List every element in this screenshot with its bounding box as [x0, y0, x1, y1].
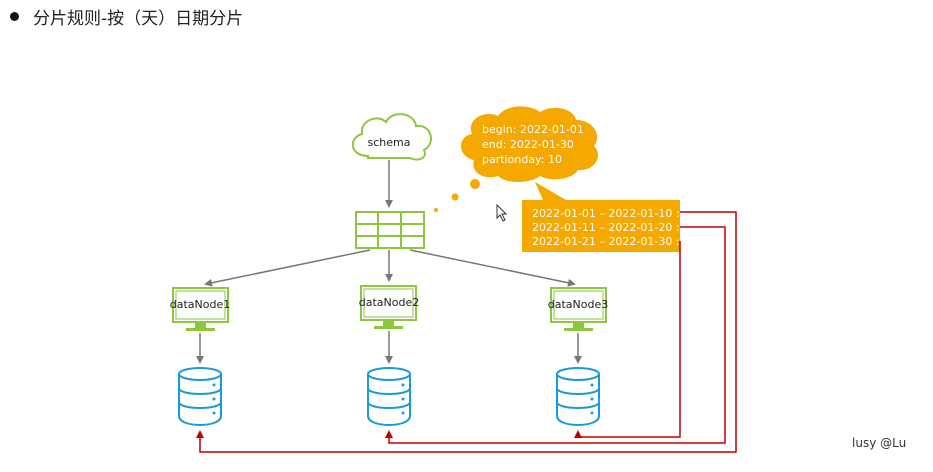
- route-line-to-db3: [574, 241, 681, 438]
- config-end-text: end: 2022-01-30: [482, 138, 574, 151]
- table-to-node1-arrow: [204, 249, 371, 287]
- slide-title: 分片规则-按（天）日期分片: [10, 4, 243, 29]
- mapping-callout-shape: [522, 182, 680, 252]
- datanode-3: dataNode3: [548, 287, 608, 331]
- route-line-to-db2: [385, 226, 726, 444]
- mouse-cursor-icon: [496, 203, 508, 222]
- database-icon-3: [556, 367, 600, 426]
- mapping-line-0: 2022-01-01 – 2022-01-10 : 0: [532, 207, 690, 220]
- datanode-2: dataNode2: [359, 285, 419, 329]
- datanode-1-label: dataNode1: [170, 298, 230, 311]
- mapping-line-2: 2022-01-21 – 2022-01-30 : 2: [532, 235, 690, 248]
- mapping-callout: 2022-01-01 – 2022-01-10 : 0 2022-01-11 –…: [522, 182, 690, 252]
- config-cloud-shape: [461, 106, 599, 182]
- datanode-3-label: dataNode3: [548, 298, 608, 311]
- monitor-icon: [172, 287, 229, 323]
- thought-bubble-small: [434, 208, 438, 212]
- table-to-node3-arrow: [409, 249, 576, 287]
- thought-bubble-medium: [451, 193, 459, 201]
- config-begin-text: begin: 2022-01-01: [482, 123, 584, 136]
- monitor-icon: [360, 285, 417, 321]
- watermark-text: lusy @Lu: [852, 436, 906, 450]
- config-cloud: begin: 2022-01-01 end: 2022-01-30 partio…: [434, 106, 599, 212]
- schema-cloud: schema: [352, 113, 432, 161]
- datanode-2-label: dataNode2: [359, 296, 419, 309]
- bullet-icon: [10, 12, 19, 21]
- cloud-icon: [352, 113, 432, 161]
- database-icon-2: [367, 367, 411, 426]
- database-icon-1: [178, 367, 222, 426]
- datanode-1: dataNode1: [170, 287, 230, 331]
- schema-label: schema: [368, 136, 411, 149]
- route-line-to-db1: [196, 211, 737, 453]
- mapping-line-1: 2022-01-11 – 2022-01-20 : 1: [532, 221, 690, 234]
- thought-bubble-large: [470, 179, 480, 189]
- config-partionday-text: partionday: 10: [482, 153, 562, 166]
- monitor-icon: [550, 287, 607, 323]
- routing-table-icon: [355, 211, 425, 249]
- slide-title-text: 分片规则-按（天）日期分片: [33, 9, 244, 29]
